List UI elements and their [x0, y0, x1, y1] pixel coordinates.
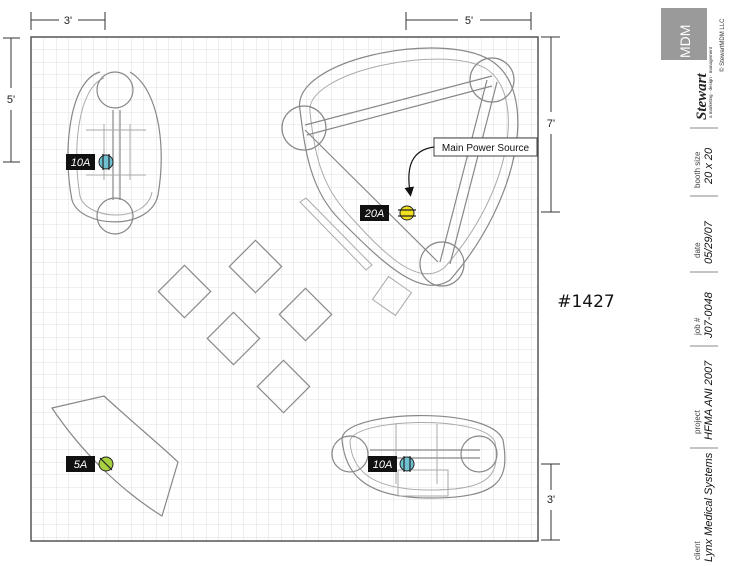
job-number-label: job #	[693, 317, 702, 336]
dimension-left: 5'	[3, 37, 20, 163]
logo-wordmark: Stewart	[694, 72, 710, 120]
booth-size-label: booth size	[693, 151, 702, 188]
dim-label-top-right: 5'	[465, 15, 473, 27]
booth-number: #1427	[557, 292, 615, 312]
dimension-right-lower: 3'	[541, 463, 560, 541]
dim-label-top-left: 3'	[64, 15, 72, 27]
logo-box-text: MDM	[677, 25, 693, 58]
kiosk-bottom-right	[331, 415, 506, 499]
title-block: MDM Stewart a marketing · design · manag…	[661, 8, 726, 562]
dim-label-right-lower: 3'	[547, 494, 555, 506]
power-outlet-icon	[98, 154, 114, 170]
power-marker-bottom-10a: 10A	[368, 456, 415, 472]
job-number-value: J07-0048	[703, 291, 715, 339]
client-value: Lynx Medical Systems	[703, 452, 715, 562]
power-marker-left-10a: 10A	[66, 154, 114, 170]
date-value: 05/29/07	[703, 220, 715, 264]
power-outlet-icon	[399, 456, 415, 472]
power-marker-main-20a: 20A	[360, 205, 416, 221]
kiosk-left	[67, 71, 162, 235]
power-label: 5A	[74, 459, 87, 471]
power-outlet-icon	[399, 205, 415, 221]
power-label: 10A	[373, 459, 393, 471]
logo-box	[661, 8, 707, 60]
main-power-callout: Main Power Source	[404, 137, 538, 197]
dimension-top-right: 5'	[405, 12, 532, 30]
power-marker-5a: 5A	[66, 456, 114, 472]
triangle-tower	[281, 47, 519, 317]
booth-grid	[30, 36, 539, 542]
callout-label: Main Power Source	[442, 143, 530, 154]
logo-tagline: a marketing · design · management	[708, 46, 713, 118]
project-label: project	[693, 409, 702, 434]
dimension-right-upper: 7'	[541, 36, 560, 213]
power-label: 20A	[364, 208, 385, 220]
client-label: client	[693, 541, 702, 560]
dim-label-right-upper: 7'	[547, 118, 555, 130]
dim-label-left: 5'	[7, 94, 15, 106]
curved-counter	[51, 395, 179, 517]
dimension-top-left: 3'	[30, 12, 106, 30]
power-label: 10A	[71, 157, 91, 169]
project-value: HFMA ANI 2007	[703, 360, 715, 440]
booth-size-value: 20 x 20	[703, 147, 715, 185]
diamond-tables	[157, 239, 333, 414]
copyright: © StewartMDM LLC	[719, 18, 726, 72]
date-label: date	[693, 242, 702, 258]
